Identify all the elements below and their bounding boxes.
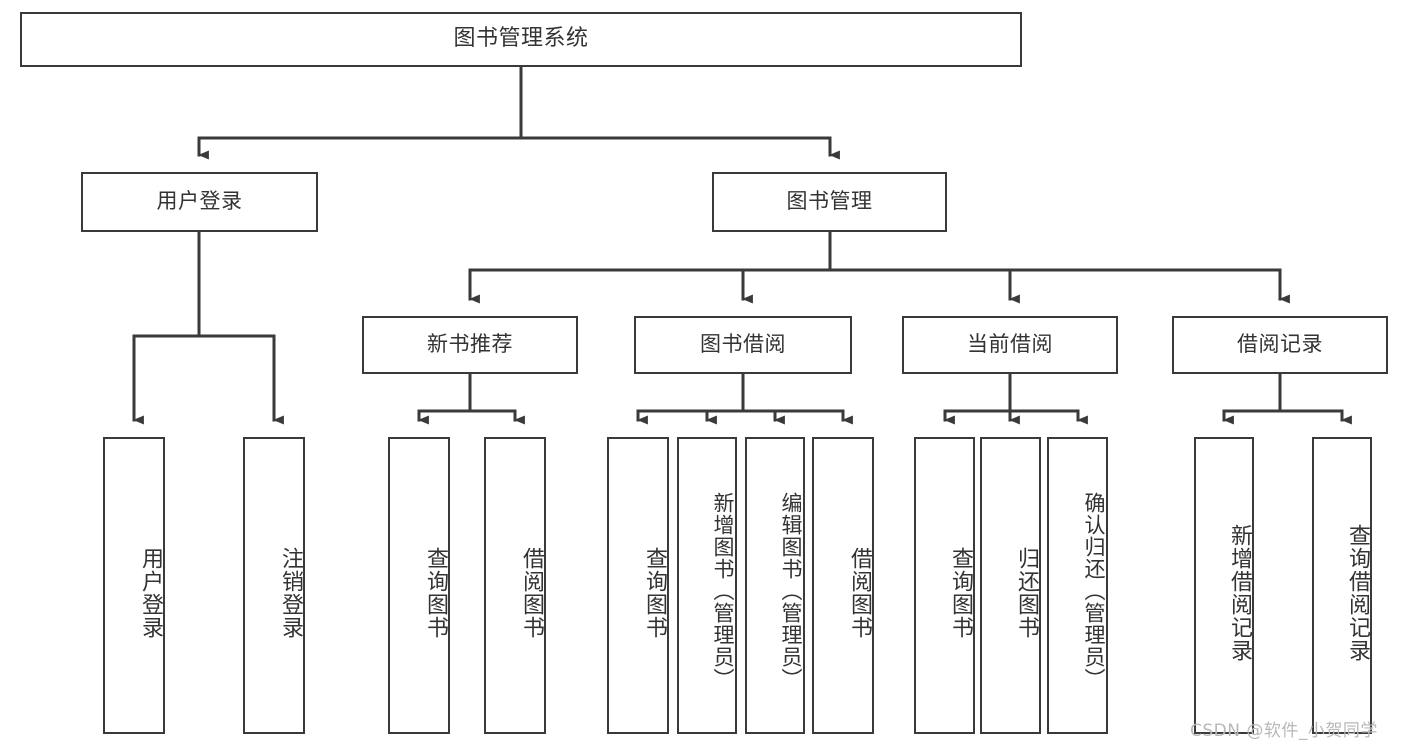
node-leaf-query-borrow-record[interactable]: 查询借阅记录 [1312,437,1372,734]
csdn-watermark: CSDN @软件_小贺同学 [1190,721,1378,741]
node-current-borrow[interactable]: 当前借阅 [902,316,1118,374]
node-leaf-add-book[interactable]: 新增图书（管理员） [677,437,737,734]
node-leaf-user-logout[interactable]: 注销登录 [243,437,305,734]
node-user-login[interactable]: 用户登录 [81,172,318,232]
node-leaf-confirm-return[interactable]: 确认归还（管理员） [1047,437,1108,734]
node-root[interactable]: 图书管理系统 [20,12,1022,67]
node-leaf-query-book-borrow[interactable]: 查询图书 [607,437,669,734]
node-leaf-borrow-book-rec[interactable]: 借阅图书 [484,437,546,734]
node-leaf-return-book[interactable]: 归还图书 [980,437,1041,734]
node-book-borrow[interactable]: 图书借阅 [634,316,852,374]
node-leaf-borrow-book[interactable]: 借阅图书 [812,437,874,734]
node-leaf-query-book-rec[interactable]: 查询图书 [388,437,450,734]
node-leaf-query-book-cur[interactable]: 查询图书 [914,437,975,734]
node-borrow-record[interactable]: 借阅记录 [1172,316,1388,374]
node-leaf-edit-book[interactable]: 编辑图书（管理员） [745,437,805,734]
node-book-manage[interactable]: 图书管理 [712,172,947,232]
node-leaf-user-login[interactable]: 用户登录 [103,437,165,734]
node-leaf-add-borrow-record[interactable]: 新增借阅记录 [1194,437,1254,734]
node-new-book-rec[interactable]: 新书推荐 [362,316,578,374]
